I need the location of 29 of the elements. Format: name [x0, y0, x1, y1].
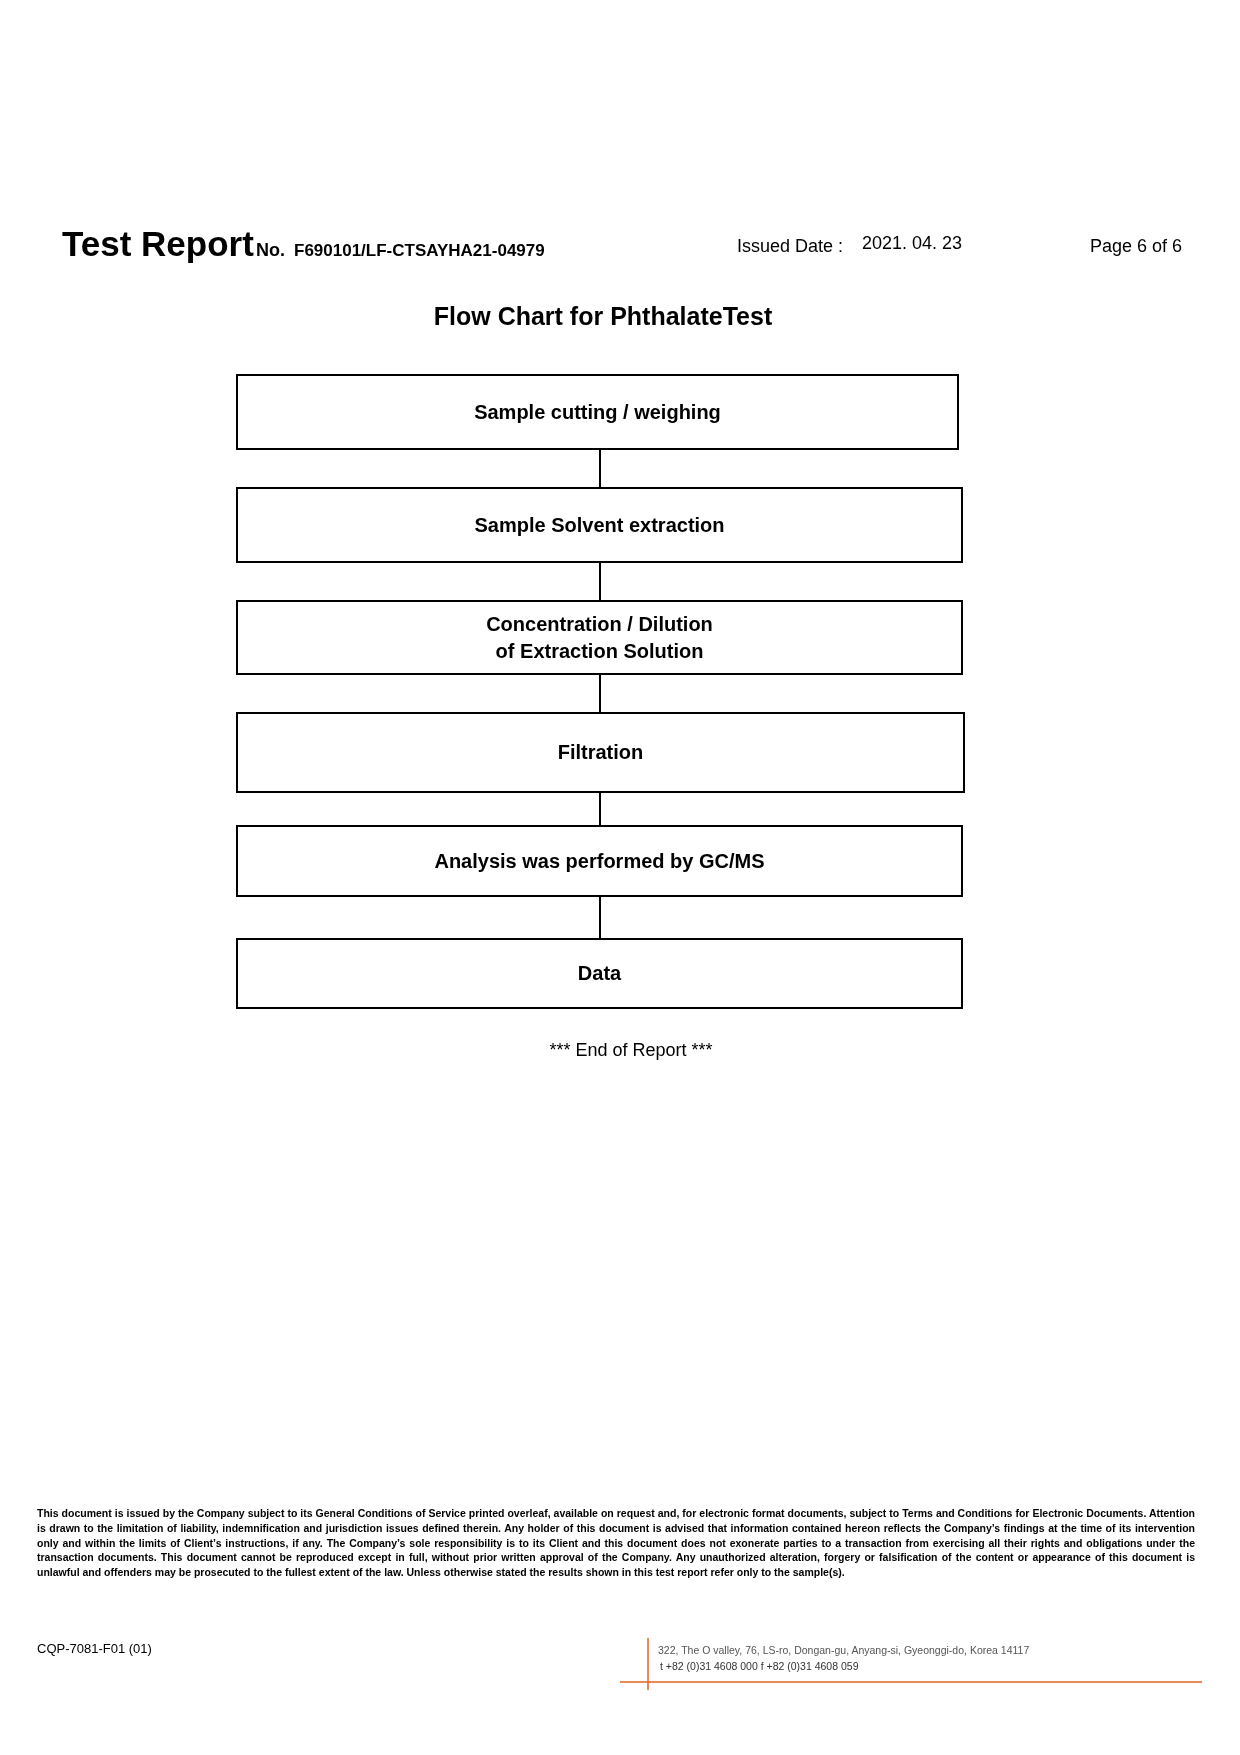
chart-title: Flow Chart for PhthalateTest: [432, 302, 774, 331]
form-code: CQP-7081-F01 (01): [37, 1641, 152, 1656]
connector-line: [599, 562, 601, 601]
step-text: Sample cutting / weighing: [474, 399, 721, 425]
address-text: 322, The O valley, 76, LS-ro, Dongan-gu, Anyang-si, Gyeonggi-do, Korea 14117: [658, 1644, 1030, 1656]
step-text: Concentration / Dilution of Extraction Solution: [485, 611, 714, 664]
contact-text: t +82 (0)31 4608 000 f +82 (0)31 4608 059: [660, 1660, 859, 1672]
report-title: Test Report: [62, 224, 254, 264]
end-note: *** End of Report ***: [548, 1040, 714, 1061]
process-box: [236, 938, 963, 1009]
step-text: Data: [577, 961, 622, 986]
process-box: [236, 712, 965, 793]
process-box: [236, 825, 963, 897]
report-number: F690101/LF-CTSAYHA21-04979: [294, 241, 545, 261]
date-label: Issued Date :: [737, 236, 844, 257]
page-number: Page 6 of 6: [1090, 236, 1183, 257]
issued-date: 2021. 04. 23: [862, 233, 963, 254]
disclaimer-text: This document is issued by the Company subject to its General Conditions of Service printed overleaf, available on request and, for electronic format documents, subject to Terms and Conditions for Electronic Documents. Attention is drawn to the limitation of liability, indemnification and jurisdiction issues defined therein. Any holder of this document is advised that information contained hereon reflects the Company’s findings at the time of its intervention only and within the limits of Client’s instructions, if any. The Company’s sole responsibility is to its Client and this document does not exonerate parties to a transaction from exercising all their rights and obligations under the transaction documents. This document cannot be reproduced except in full, without prior written approval of the Company. Any unauthorized alteration, forgery or falsification of the content or appearance of this document is unlawful and offenders may be prosecuted to the fullest extent of the law. Unless otherwise stated the results shown in this test report refer only to the sample(s).: [37, 1506, 1195, 1580]
step-text: Filtration: [557, 740, 644, 765]
number-label: No.: [256, 240, 285, 261]
process-box: [236, 600, 963, 675]
process-box: [236, 374, 959, 450]
process-box: [236, 487, 963, 563]
connector-line: [599, 792, 601, 826]
step-text: Analysis was performed by GC/MS: [434, 848, 765, 874]
connector-line: [599, 449, 601, 488]
step-text: Sample Solvent extraction: [474, 512, 725, 538]
connector-line: [599, 896, 601, 939]
connector-line: [599, 674, 601, 713]
